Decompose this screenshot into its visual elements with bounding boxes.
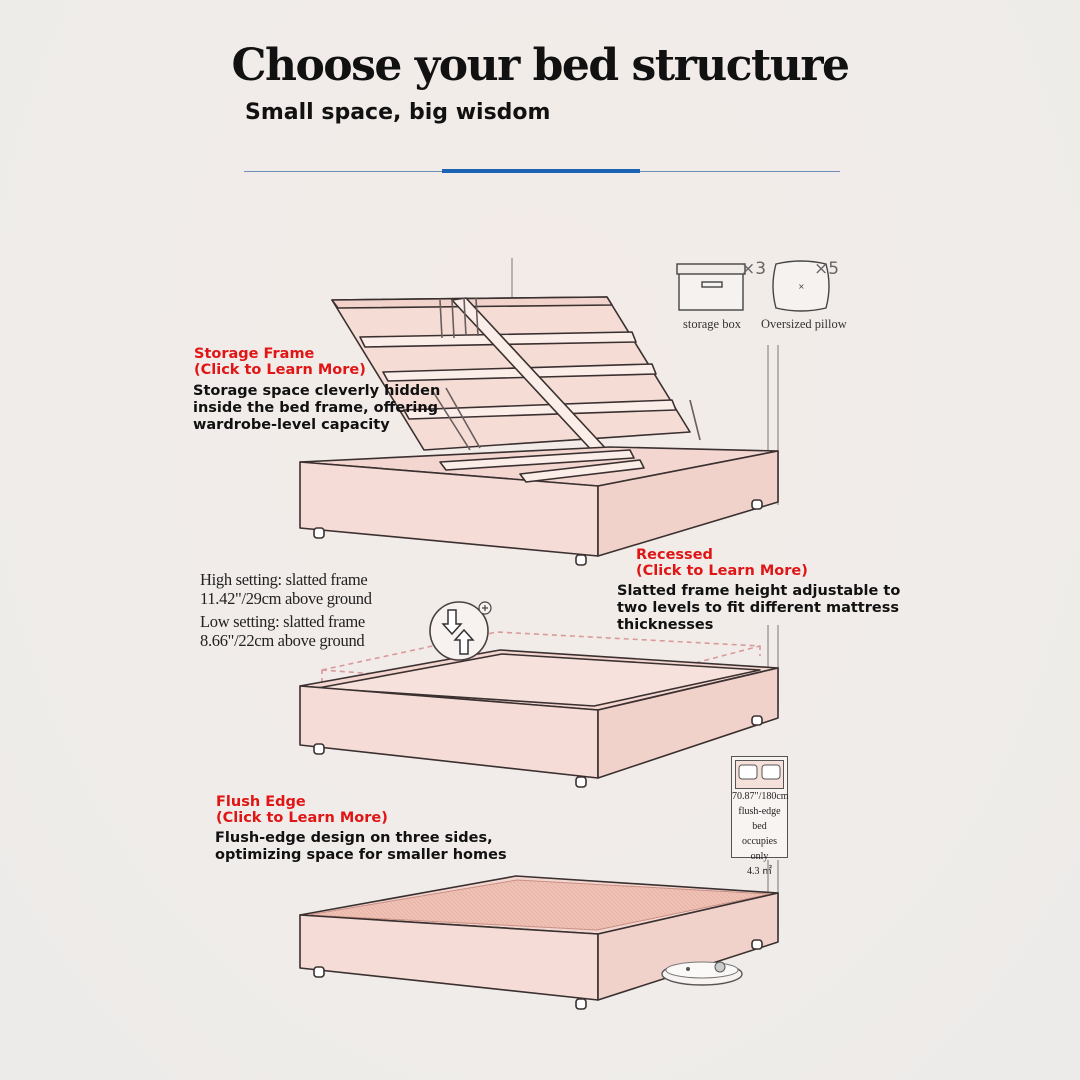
bed-topview-icon bbox=[735, 760, 784, 789]
page-subtitle: Small space, big wisdom bbox=[245, 100, 551, 125]
description-line: Slatted frame height adjustable to bbox=[617, 583, 901, 599]
note-line: Low setting: slatted frame bbox=[200, 612, 365, 631]
recessed-title: Recessed bbox=[636, 547, 713, 563]
storage-frame-link[interactable]: Storage Frame (Click to Learn More) bbox=[194, 346, 366, 378]
pillow-multiplier: ×5 bbox=[814, 259, 840, 279]
description-line: inside the bed frame, offering bbox=[193, 400, 439, 416]
description-line: Storage space cleverly hidden bbox=[193, 383, 441, 399]
recessed-link[interactable]: Recessed (Click to Learn More) bbox=[636, 547, 808, 579]
footprint-caption: 70.87"/180cm flush-edge bed occupies onl… bbox=[732, 789, 789, 879]
caption-line: occupies only bbox=[742, 836, 777, 862]
description-line: two levels to fit different mattress bbox=[617, 600, 899, 616]
caption-line: 4.3 ㎡ bbox=[747, 866, 772, 877]
note-line: 11.42"/29cm above ground bbox=[200, 589, 372, 608]
description-line: Flush-edge design on three sides, bbox=[215, 830, 493, 846]
description-line: optimizing space for smaller homes bbox=[215, 847, 507, 863]
caption-line: flush-edge bed bbox=[738, 806, 781, 832]
recessed-description: Slatted frame height adjustable to two l… bbox=[617, 583, 900, 634]
storage-box-label: storage box bbox=[683, 317, 741, 331]
storage-frame-description: Storage space cleverly hidden inside the… bbox=[193, 383, 440, 434]
storage-frame-learn-more: (Click to Learn More) bbox=[194, 362, 366, 378]
note-line: 8.66"/22cm above ground bbox=[200, 631, 365, 650]
description-line: wardrobe-level capacity bbox=[193, 417, 390, 433]
caption-line: 70.87"/180cm bbox=[732, 791, 789, 802]
height-adjust-icon bbox=[429, 601, 492, 661]
footprint-card: 70.87"/180cm flush-edge bed occupies onl… bbox=[731, 756, 789, 877]
storage-box-multiplier: ×3 bbox=[741, 259, 767, 279]
divider-accent bbox=[442, 169, 640, 173]
svg-text:×: × bbox=[798, 282, 805, 291]
high-setting-note: High setting: slatted frame 11.42"/29cm … bbox=[200, 570, 372, 608]
flush-edge-title: Flush Edge bbox=[216, 794, 306, 810]
pillow-label: Oversized pillow bbox=[761, 317, 847, 331]
robot-vacuum-icon bbox=[661, 961, 743, 986]
storage-box-icon bbox=[676, 263, 746, 311]
recessed-learn-more: (Click to Learn More) bbox=[636, 563, 808, 579]
storage-frame-title: Storage Frame bbox=[194, 346, 315, 362]
flush-edge-learn-more: (Click to Learn More) bbox=[216, 810, 388, 826]
flush-edge-link[interactable]: Flush Edge (Click to Learn More) bbox=[216, 794, 388, 826]
pillow-icon: × bbox=[772, 260, 830, 312]
description-line: thicknesses bbox=[617, 617, 714, 633]
note-line: High setting: slatted frame bbox=[200, 570, 368, 589]
page-title: Choose your bed structure bbox=[231, 40, 850, 91]
low-setting-note: Low setting: slatted frame 8.66"/22cm ab… bbox=[200, 612, 365, 650]
flush-edge-description: Flush-edge design on three sides, optimi… bbox=[215, 830, 507, 864]
